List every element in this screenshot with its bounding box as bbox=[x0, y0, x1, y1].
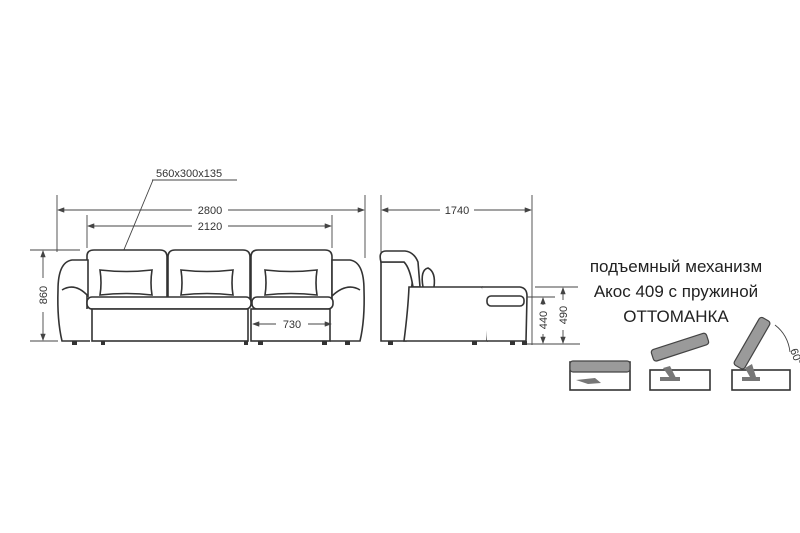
dimension-label: 440 bbox=[538, 311, 550, 329]
dimension-ottoman-height: 490 bbox=[558, 287, 570, 344]
pillow bbox=[264, 269, 318, 296]
pillow bbox=[99, 269, 153, 296]
mechanism-stage-open: 60° bbox=[731, 316, 800, 391]
dimension-label: 1740 bbox=[445, 205, 469, 217]
pillow bbox=[180, 269, 234, 296]
dimension-seat-height: 440 bbox=[538, 297, 550, 344]
mechanism-stage-closed bbox=[569, 360, 631, 391]
dimension-ottoman-seat: 730 bbox=[252, 319, 332, 331]
dimension-label: 730 bbox=[283, 319, 301, 331]
dimension-depth: 1740 bbox=[381, 205, 532, 217]
front-view: 2800 2120 860 560x300x135 bbox=[30, 168, 366, 345]
mechanism-caption: подъемный механизм Акос 409 с пружиной О… bbox=[590, 257, 762, 326]
mechanism-stage-half-open bbox=[649, 332, 711, 391]
caption-line: подъемный механизм bbox=[590, 257, 762, 276]
dimension-label: 2120 bbox=[198, 221, 222, 233]
side-view: 1740 440 490 bbox=[379, 195, 580, 345]
dimension-label: 560x300x135 bbox=[156, 168, 222, 180]
angle-label: 60° bbox=[787, 347, 800, 367]
dimension-inner-width: 2120 bbox=[87, 221, 332, 233]
dimension-total-width: 2800 bbox=[57, 205, 365, 217]
caption-line: ОТТОМАНКА bbox=[623, 307, 729, 326]
dimension-label: 490 bbox=[558, 306, 570, 324]
caption-line: Акос 409 с пружиной bbox=[594, 282, 758, 301]
pillow-size-callout: 560x300x135 bbox=[112, 168, 237, 277]
dimension-height: 860 bbox=[30, 249, 80, 342]
dimension-label: 2800 bbox=[198, 205, 222, 217]
dimension-label: 860 bbox=[38, 286, 50, 304]
